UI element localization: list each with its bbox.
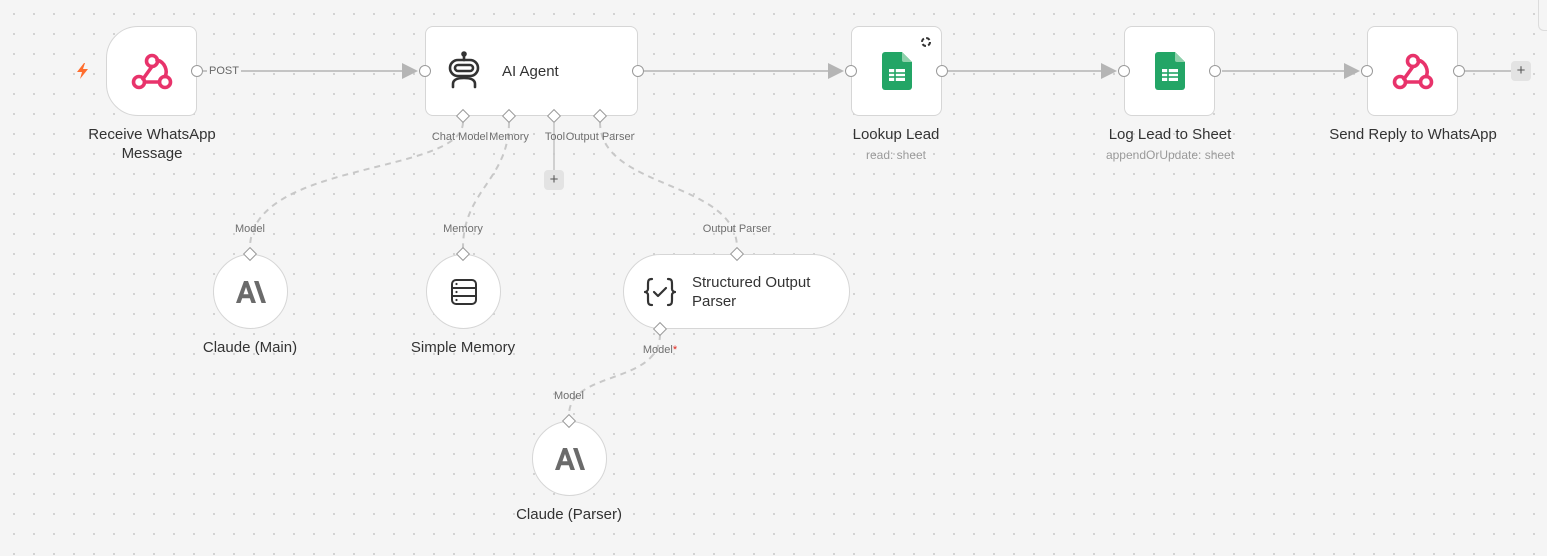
node-title-receive-whatsapp: Receive WhatsApp Message bbox=[88, 126, 216, 162]
port-label-structured-parser: Output Parser bbox=[702, 223, 772, 235]
required-mark: * bbox=[672, 344, 678, 356]
node-title-structured-output-parser: Structured Output Parser bbox=[692, 273, 811, 310]
port-label-chat-model: Chat Model bbox=[431, 131, 489, 143]
port-label-output-parser: Output Parser bbox=[565, 131, 635, 143]
port-agent-in[interactable] bbox=[419, 65, 431, 77]
node-title-send-reply: Send Reply to WhatsApp bbox=[1329, 126, 1497, 143]
port-label-simple-memory: Memory bbox=[443, 223, 483, 235]
port-label-tool: Tool bbox=[544, 131, 566, 143]
port-log-in[interactable] bbox=[1118, 65, 1130, 77]
trigger-bolt-icon bbox=[77, 63, 88, 79]
google-sheets-icon bbox=[1154, 52, 1185, 90]
node-title-claude-parser: Claude (Parser) bbox=[516, 506, 622, 523]
node-structured-output-parser[interactable]: Structured Output Parser bbox=[623, 254, 850, 329]
port-lookup-in[interactable] bbox=[845, 65, 857, 77]
node-claude-main[interactable] bbox=[213, 254, 288, 329]
port-send-in[interactable] bbox=[1361, 65, 1373, 77]
edge-label-post: POST bbox=[207, 65, 241, 78]
port-receive-out[interactable] bbox=[191, 65, 203, 77]
add-tool-button[interactable]: + bbox=[544, 170, 564, 190]
add-node-button[interactable]: + bbox=[1511, 61, 1531, 81]
node-title-lookup-lead: Lookup Lead bbox=[852, 126, 940, 143]
google-sheets-icon bbox=[881, 52, 912, 90]
node-ai-agent[interactable]: AI Agent bbox=[425, 26, 638, 116]
node-simple-memory[interactable] bbox=[426, 254, 501, 329]
node-title-claude-main: Claude (Main) bbox=[202, 339, 298, 356]
port-label-memory: Memory bbox=[489, 131, 529, 143]
panel-edge bbox=[1538, 0, 1547, 31]
node-receive-whatsapp[interactable] bbox=[106, 26, 197, 116]
node-title-ai-agent: AI Agent bbox=[502, 62, 559, 80]
node-lookup-lead[interactable] bbox=[851, 26, 942, 116]
anthropic-icon bbox=[554, 447, 585, 470]
database-icon bbox=[450, 278, 477, 305]
port-agent-out[interactable] bbox=[632, 65, 644, 77]
port-label-claude-parser: Model bbox=[554, 390, 584, 402]
running-indicator-icon bbox=[921, 37, 931, 47]
node-log-lead[interactable] bbox=[1124, 26, 1215, 116]
node-title-log-lead: Log Lead to Sheet bbox=[1108, 126, 1232, 143]
port-log-out[interactable] bbox=[1209, 65, 1221, 77]
node-subtitle-log-lead: appendOrUpdate: sheet bbox=[1105, 148, 1235, 162]
node-send-reply[interactable] bbox=[1367, 26, 1458, 116]
port-send-out[interactable] bbox=[1453, 65, 1465, 77]
node-title-simple-memory: Simple Memory bbox=[410, 339, 516, 356]
node-subtitle-lookup-lead: read: sheet bbox=[865, 148, 927, 162]
node-claude-parser[interactable] bbox=[532, 421, 607, 496]
braces-check-icon bbox=[644, 277, 676, 307]
webhook-icon bbox=[1391, 51, 1435, 91]
webhook-icon bbox=[130, 51, 174, 91]
port-label-claude-main: Model bbox=[235, 223, 265, 235]
port-lookup-out[interactable] bbox=[936, 65, 948, 77]
robot-icon bbox=[444, 51, 484, 91]
port-label-structured-parser-model: Model* bbox=[642, 344, 678, 356]
anthropic-icon bbox=[235, 280, 266, 303]
